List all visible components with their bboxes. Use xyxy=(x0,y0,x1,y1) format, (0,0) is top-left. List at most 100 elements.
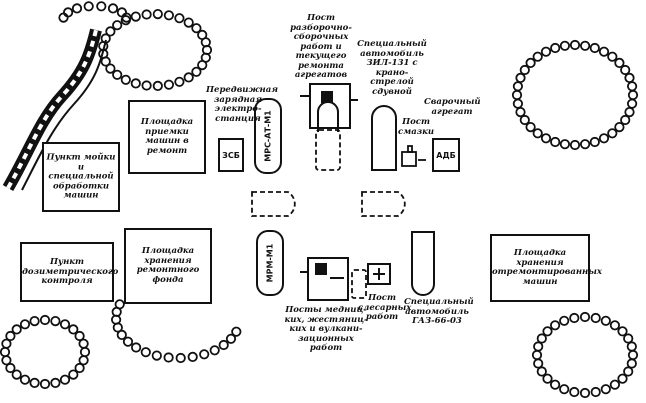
welding-unit-label: Сварочный агрегат xyxy=(424,97,481,117)
tree-loop xyxy=(559,315,570,326)
tree-loop xyxy=(114,299,125,310)
tree-loop xyxy=(598,133,610,144)
tree-loop xyxy=(225,333,237,344)
tree-loop xyxy=(579,139,591,150)
tree-loop xyxy=(29,377,40,388)
tree-loop xyxy=(11,369,22,380)
tree-loop xyxy=(79,346,91,358)
tree-loop xyxy=(569,39,581,51)
tree-loop xyxy=(600,315,611,326)
tree-loop xyxy=(131,342,142,353)
tree-loop xyxy=(78,338,89,349)
wash-point-box: Пункт мойки и специальной обработки маши… xyxy=(42,142,120,212)
crane-truck-label: Специальный автомобиль ЗИЛ-131 с крано-с… xyxy=(357,39,427,97)
tree-loop xyxy=(626,98,638,109)
tree-loop xyxy=(200,37,211,48)
tree-loop xyxy=(105,26,116,37)
tree-loop xyxy=(626,358,637,369)
tree-loop xyxy=(197,59,208,71)
diagnostic-point-box: Пункт дозиметрического контроля xyxy=(20,242,118,302)
tree-loop xyxy=(515,72,526,84)
tree-loop xyxy=(59,374,71,385)
tree-loop xyxy=(620,64,631,76)
tree-loop xyxy=(191,23,202,34)
tree-loop xyxy=(29,315,40,327)
reception-area-label: Площадка приемки машин в ремонт xyxy=(140,117,194,156)
tree-loop xyxy=(559,139,571,150)
tree-loop xyxy=(141,80,152,91)
tree-loop xyxy=(5,362,16,374)
tree-loop xyxy=(105,63,116,74)
power-station-label: Передвижная зарядная электро- станция xyxy=(206,85,279,124)
tree-loop xyxy=(590,312,601,324)
crane-truck-shape xyxy=(371,105,397,171)
tree-loop xyxy=(627,349,639,361)
tree-loop xyxy=(590,386,601,398)
tree-loop xyxy=(536,333,547,344)
tree-loop xyxy=(121,12,132,23)
tree-loop xyxy=(589,42,600,54)
tree-loop xyxy=(50,315,61,327)
tree-loop xyxy=(122,336,134,347)
tree-loop xyxy=(83,1,94,12)
tree-loop xyxy=(533,341,544,352)
tree-loop xyxy=(140,347,151,358)
tree-loop xyxy=(163,352,174,363)
tree-loop xyxy=(569,386,580,398)
tree-loop xyxy=(231,326,242,337)
tree-loop xyxy=(199,349,210,360)
tree-loop xyxy=(589,136,600,148)
tree-loop xyxy=(512,81,524,92)
tree-loop xyxy=(536,366,547,377)
repaired-storage-label: Площадка хранения отремонтированных маши… xyxy=(492,248,602,287)
tree-loop xyxy=(59,319,71,330)
tree-loop xyxy=(130,78,141,89)
tree-loop xyxy=(626,81,638,92)
tree-loop xyxy=(163,79,174,90)
tree-loop xyxy=(532,51,543,62)
road-strip xyxy=(2,28,107,192)
tree-loop xyxy=(141,9,152,20)
tree-loop xyxy=(559,384,570,395)
tree-loop xyxy=(1,355,12,366)
tree-loop xyxy=(68,324,79,335)
vehicle-outlines xyxy=(251,129,406,299)
tree-loop xyxy=(617,373,628,384)
tree-loop xyxy=(116,329,127,340)
tree-loop xyxy=(627,89,639,101)
tree-boundary-group xyxy=(0,1,639,399)
tree-loop xyxy=(174,13,185,24)
disassembly-post-structure xyxy=(300,83,358,132)
tree-loop xyxy=(614,57,625,69)
tree-loop xyxy=(540,133,552,144)
tree-loop xyxy=(549,320,561,331)
tree-loop xyxy=(39,378,51,390)
tree-loop xyxy=(116,7,128,18)
mrm-workshop-label: МРМ-М1 xyxy=(265,243,275,283)
tree-loop xyxy=(525,57,536,69)
tree-loop xyxy=(533,358,544,369)
tree-loop xyxy=(78,355,89,366)
tree-loop xyxy=(569,139,581,151)
tree-loop xyxy=(62,7,74,18)
tree-loop xyxy=(39,314,51,326)
repaired-storage-box: Площадка хранения отремонтированных маши… xyxy=(490,234,602,302)
tree-loop xyxy=(579,40,591,51)
lube-post-shape xyxy=(401,145,426,167)
mrs-workshop: МРС-АТ-М1 xyxy=(254,98,282,174)
tree-loop xyxy=(626,341,637,352)
tree-loop xyxy=(1,338,12,349)
tree-loop xyxy=(96,1,107,12)
tree-loop xyxy=(515,107,526,118)
tree-loop xyxy=(569,312,580,324)
tree-loop xyxy=(191,66,202,77)
tree-loop xyxy=(532,128,543,139)
tree-loop xyxy=(607,128,618,139)
tree-loop xyxy=(609,320,621,331)
tree-loop xyxy=(624,72,635,84)
tree-loop xyxy=(623,366,634,377)
wash-point-label: Пункт мойки и специальной обработки маши… xyxy=(46,152,116,201)
tree-loop xyxy=(112,69,123,80)
tree-loop xyxy=(11,324,22,335)
tree-loop xyxy=(620,114,631,126)
